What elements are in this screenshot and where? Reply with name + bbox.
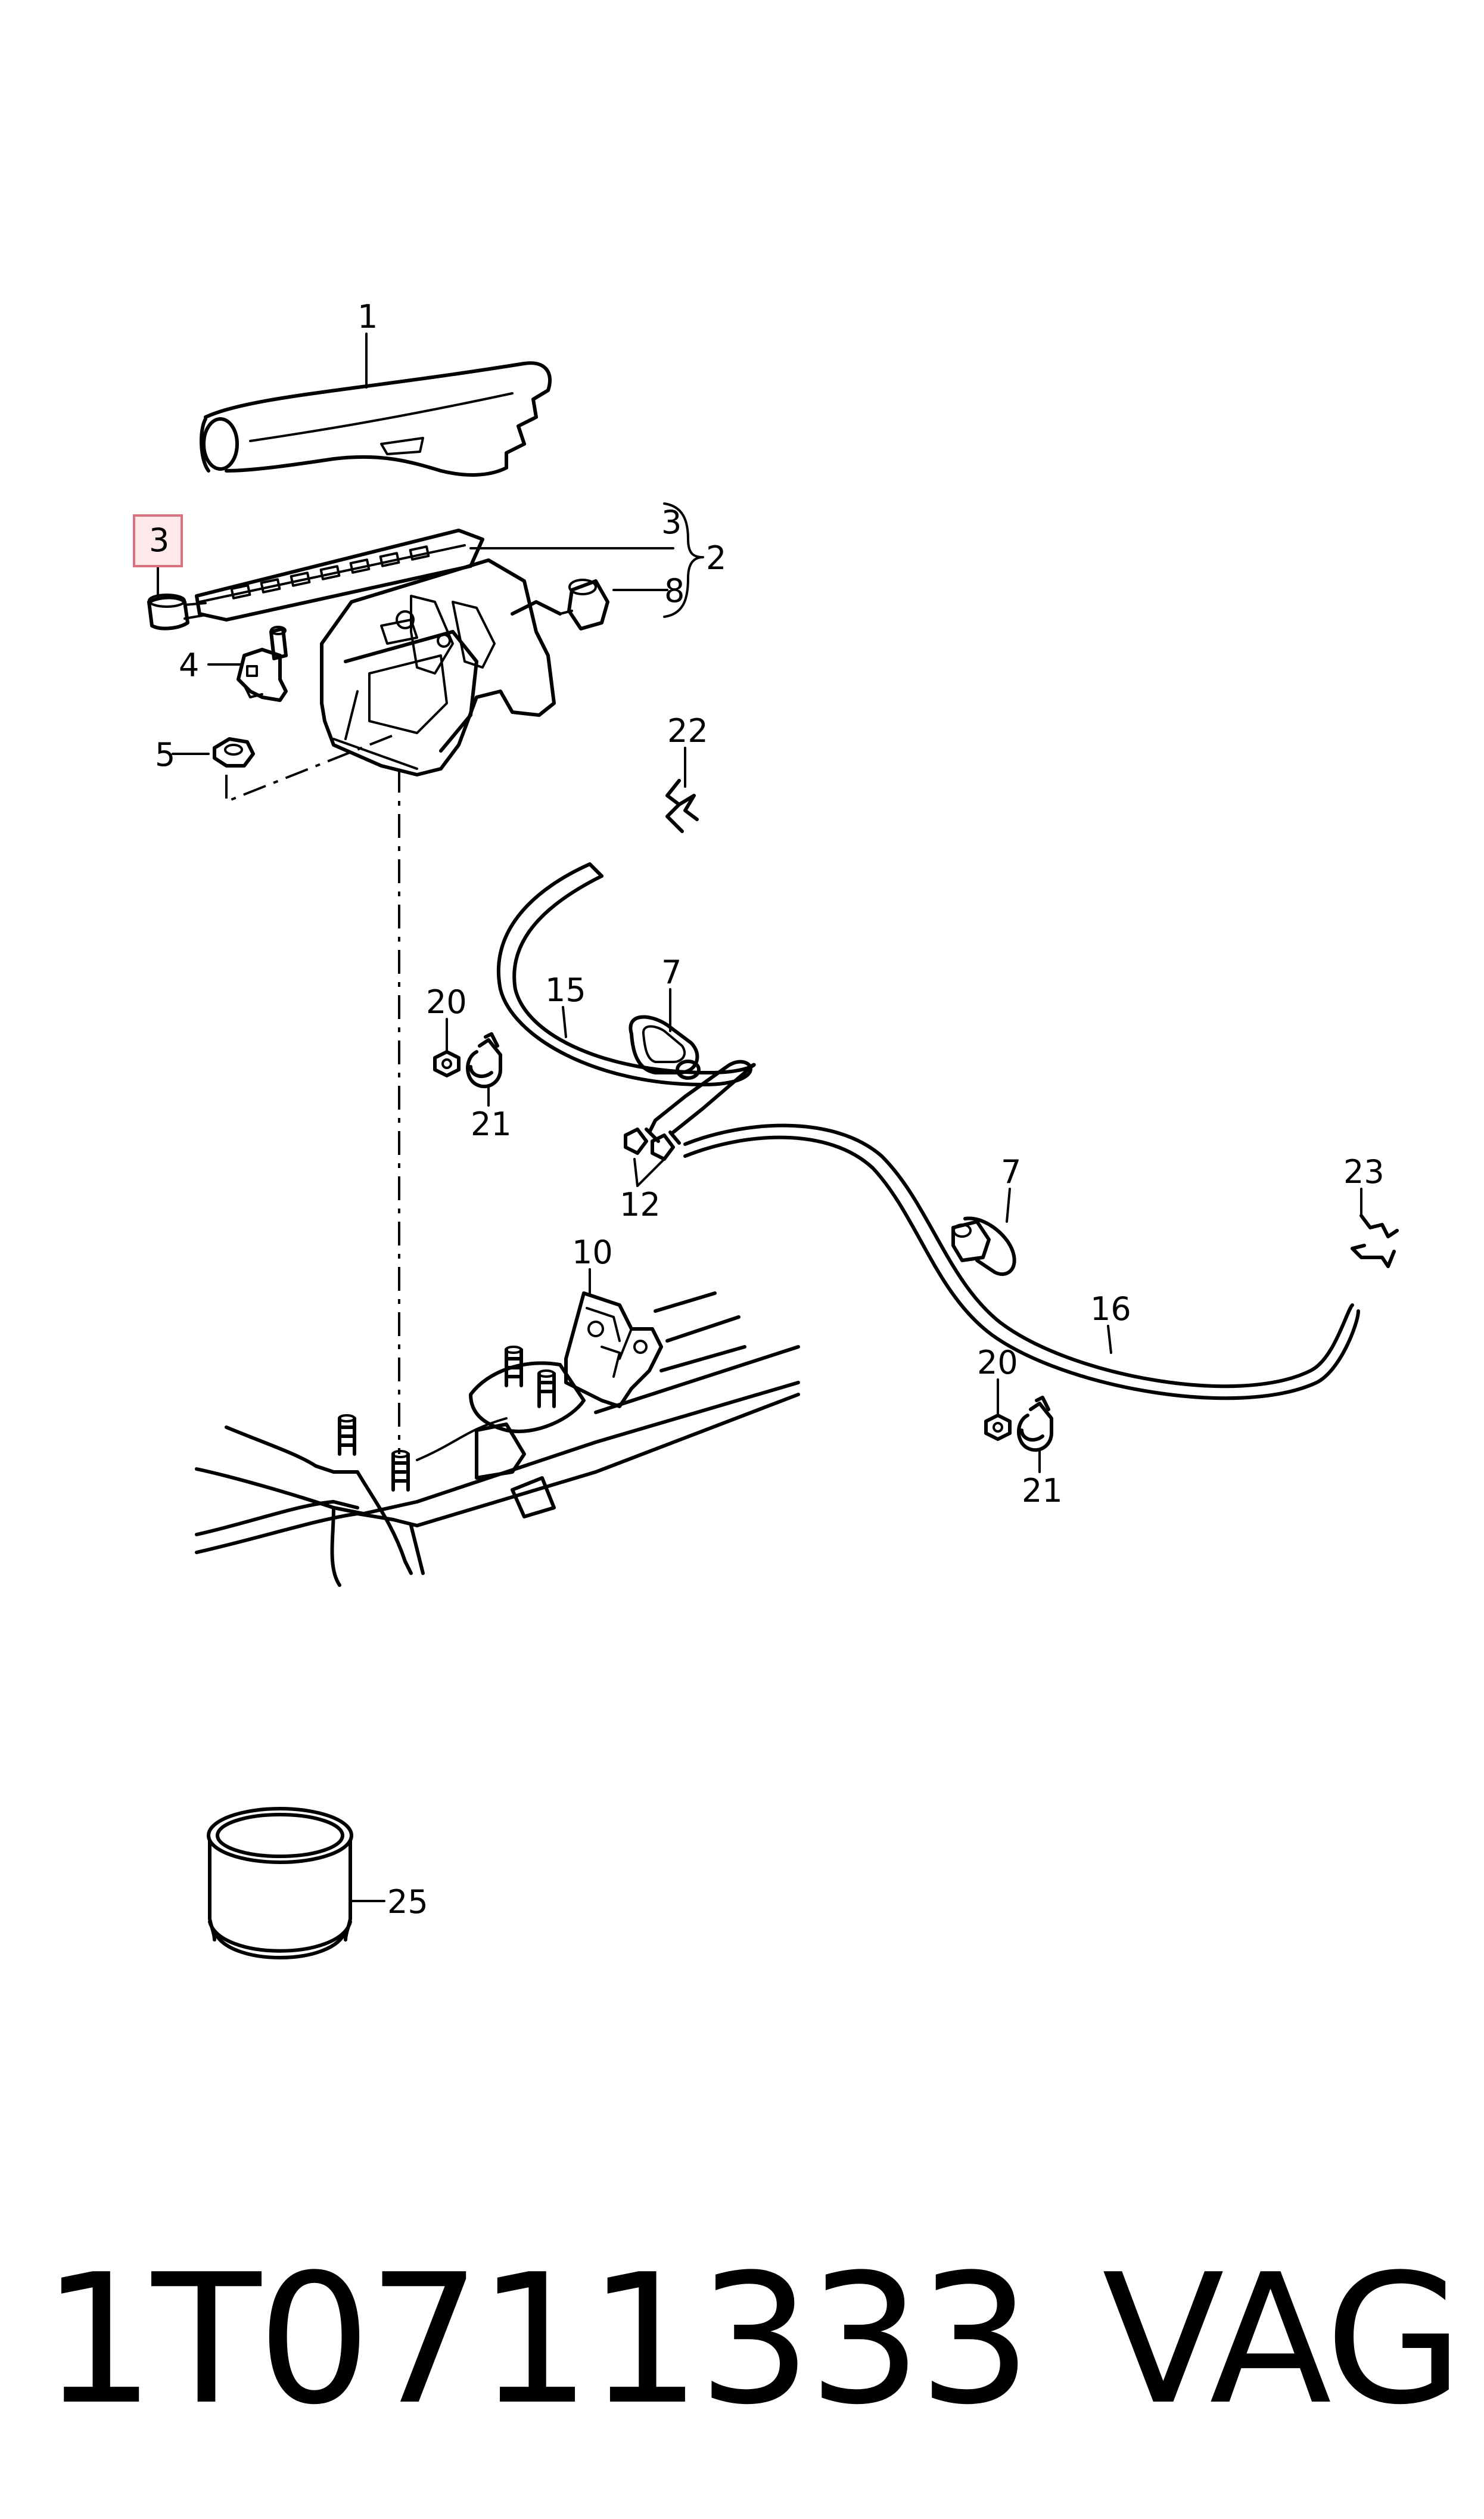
- callout-2[interactable]: 2: [706, 539, 726, 577]
- callout-3[interactable]: 3: [661, 504, 682, 541]
- highlight-box-3: [133, 514, 183, 567]
- callout-3-highlighted[interactable]: 3: [149, 521, 169, 559]
- part-10-mounting-bracket[interactable]: [564, 1291, 663, 1408]
- callout-8[interactable]: 8: [664, 572, 685, 610]
- brand-label: VAG: [1102, 2236, 1460, 2444]
- callout-20-lower[interactable]: 20: [977, 1344, 1018, 1381]
- part-23-clip[interactable]: [1351, 1214, 1399, 1268]
- callout-20-upper[interactable]: 20: [426, 983, 467, 1021]
- callout-7-upper[interactable]: 7: [661, 953, 682, 991]
- callout-22[interactable]: 22: [667, 712, 708, 750]
- part-22-clip[interactable]: [665, 779, 699, 833]
- part-21-clamp-upper[interactable]: [466, 1032, 502, 1089]
- part-5-nut[interactable]: [213, 737, 255, 768]
- callout-7-lower[interactable]: 7: [1001, 1153, 1021, 1191]
- callout-4[interactable]: 4: [179, 647, 199, 684]
- part-20-nut-lower[interactable]: [984, 1414, 1012, 1441]
- part-number: 1T0711333: [42, 2236, 1028, 2444]
- part-20-nut-upper[interactable]: [433, 1050, 461, 1077]
- callout-12[interactable]: 12: [620, 1186, 661, 1223]
- part-15-cable[interactable]: [496, 862, 756, 1161]
- part-2-bracket-assembly[interactable]: [320, 558, 562, 776]
- part-3-lever-arm[interactable]: [147, 529, 484, 630]
- leader-lines: [157, 333, 1362, 1902]
- callout-1[interactable]: 1: [357, 298, 378, 336]
- callout-16[interactable]: 16: [1090, 1290, 1131, 1328]
- part-21-clamp-lower[interactable]: [1017, 1396, 1053, 1452]
- callout-25[interactable]: 25: [387, 1883, 428, 1921]
- stud-group: [338, 1346, 556, 1492]
- vehicle-floor-panel: [195, 1291, 800, 1587]
- part-25-sleeve[interactable]: [207, 1807, 353, 1959]
- part-7-grommet-upper[interactable]: [629, 1015, 701, 1080]
- part-16-cable[interactable]: [683, 1123, 1360, 1400]
- callout-23[interactable]: 23: [1343, 1153, 1385, 1191]
- callout-15[interactable]: 15: [545, 971, 586, 1009]
- callout-21-lower[interactable]: 21: [1022, 1472, 1063, 1509]
- assembly-line-nut: [225, 732, 400, 803]
- callout-10[interactable]: 10: [572, 1234, 613, 1271]
- callout-5[interactable]: 5: [155, 736, 175, 774]
- part-8-bushing[interactable]: [559, 579, 609, 630]
- callout-21-upper[interactable]: 21: [471, 1105, 512, 1143]
- part-7-grommet-lower[interactable]: [951, 1216, 1016, 1276]
- part-1-handbrake-grip[interactable]: [200, 361, 552, 477]
- part-4-switch[interactable]: [237, 626, 288, 702]
